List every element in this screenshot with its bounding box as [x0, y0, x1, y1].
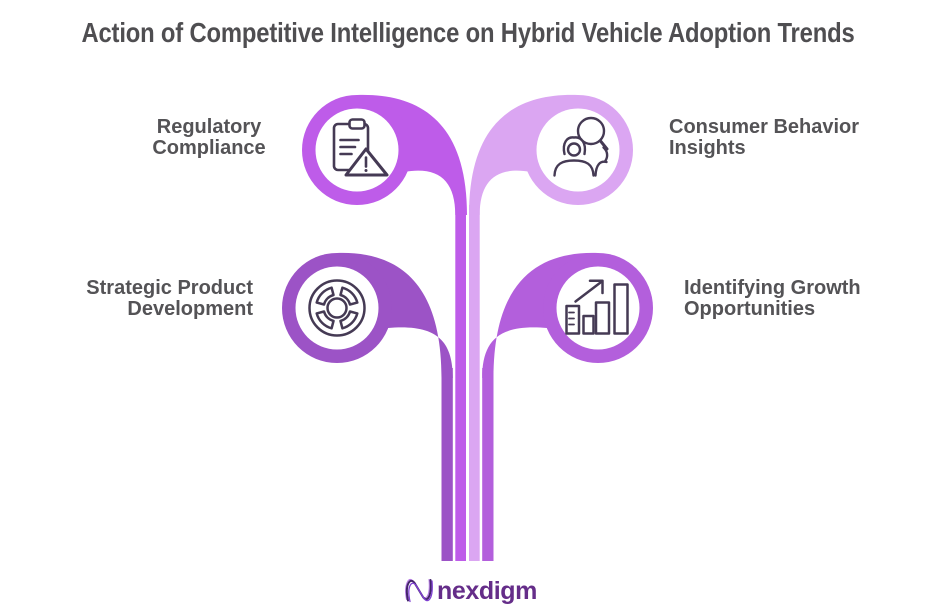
logo-mark-icon — [405, 578, 433, 603]
stem-stripe-bottom-left — [441, 368, 453, 561]
logo-brand-text: nexdigm — [437, 577, 537, 605]
label-line: Identifying Growth — [684, 277, 861, 299]
people-magnifier-icon — [553, 116, 609, 177]
label-regulatory-compliance: Regulatory Compliance — [109, 117, 309, 159]
branch-top-right — [469, 94, 633, 215]
icon-disc — [295, 266, 379, 350]
page-title: Action of Competitive Intelligence on Hy… — [81, 17, 855, 48]
branch-bottom-left — [282, 252, 453, 378]
label-consumer-behavior-insights: Consumer Behavior Insights — [669, 117, 899, 159]
stem-stripe-bottom-right — [482, 368, 494, 561]
branch-bottom-right — [482, 252, 653, 378]
branch-top-left — [302, 94, 467, 215]
label-line: Consumer Behavior — [669, 116, 860, 138]
stem-stripe-top-right — [469, 205, 480, 561]
stem-stripe-top-left — [455, 205, 466, 561]
label-line: Opportunities — [684, 298, 816, 320]
label-identifying-growth-opportunities: Identifying Growth Opportunities — [684, 278, 914, 320]
growth-chart-icon — [565, 279, 629, 335]
icon-disc — [536, 108, 620, 192]
label-line: Strategic Product — [86, 277, 253, 299]
icon-disc — [556, 266, 640, 350]
steering-wheel-icon — [308, 279, 366, 337]
label-line: Regulatory — [156, 116, 262, 138]
label-strategic-product-development: Strategic Product Development — [43, 278, 253, 320]
clipboard-warning-icon — [332, 118, 389, 177]
label-line: Development — [127, 298, 253, 320]
label-line: Insights — [669, 137, 746, 159]
label-line: Compliance — [152, 137, 266, 159]
